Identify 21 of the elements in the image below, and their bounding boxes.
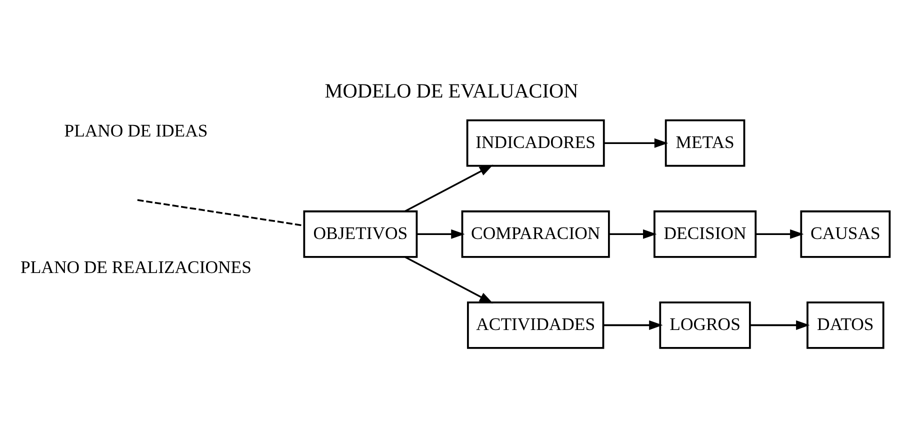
arrow	[604, 138, 668, 148]
node-box: INDICADORES	[466, 119, 605, 167]
arrow	[404, 256, 494, 304]
node-box: ACTIVIDADES	[467, 301, 604, 349]
node-box: COMPARACION	[461, 210, 610, 258]
node-box: CAUSAS	[800, 210, 891, 258]
arrow	[404, 164, 494, 212]
arrow	[756, 229, 804, 239]
arrow	[750, 320, 810, 330]
connector	[137, 199, 304, 227]
label: PLANO DE IDEAS	[64, 120, 208, 140]
node-box: OBJETIVOS	[303, 210, 418, 258]
label: PLANO DE REALIZACIONES	[20, 256, 252, 277]
arrow	[603, 320, 663, 330]
arrow	[609, 229, 657, 239]
node-box: METAS	[664, 119, 746, 167]
node-box: LOGROS	[659, 301, 751, 349]
node-box: DATOS	[806, 301, 884, 349]
node-box: DECISION	[654, 210, 757, 258]
diagram-title: MODELO DE EVALUACION	[324, 80, 578, 102]
arrow	[416, 229, 465, 239]
